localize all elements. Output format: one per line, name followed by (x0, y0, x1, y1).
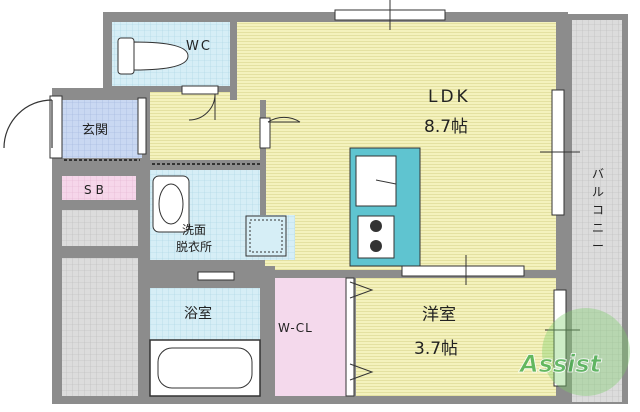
room-sb (62, 176, 136, 200)
svg-text:Assist: Assist (518, 350, 603, 378)
window-ldk-right[interactable] (540, 89, 580, 216)
label-ldk-size: 8.7帖 (424, 117, 468, 137)
label-yokushitsu: 浴室 (184, 305, 212, 322)
svg-text:ー: ー (592, 239, 604, 253)
room-ldk (150, 22, 556, 270)
toilet-icon (117, 37, 189, 75)
bath-door[interactable] (197, 271, 235, 281)
washing-machine-icon (245, 215, 287, 257)
label-sb: SB (84, 183, 108, 197)
hall-door[interactable] (181, 85, 219, 121)
assist-logo: Assist (518, 308, 630, 396)
window-genkan[interactable] (137, 97, 147, 155)
kitchen-counter (349, 147, 421, 267)
svg-text:ニ: ニ (592, 221, 604, 235)
svg-text:バ: バ (592, 167, 604, 181)
label-balcony: バ ル コ ニ ー (592, 167, 604, 253)
washbasin-icon (152, 175, 190, 233)
label-ldk: LDK (428, 87, 471, 107)
label-wc: WC (186, 39, 212, 54)
label-senmen-2: 脱衣所 (176, 239, 212, 254)
storage-lower (62, 258, 138, 396)
label-senmen-1: 洗面 (182, 223, 206, 237)
bathtub-icon (149, 339, 261, 397)
label-youshitsu-size: 3.7帖 (414, 339, 458, 359)
ldk-door[interactable] (259, 116, 301, 149)
window-ldk-top[interactable] (334, 0, 446, 30)
room-genkan (62, 100, 142, 158)
label-youshitsu: 洋室 (422, 305, 456, 325)
svg-text:ル: ル (592, 185, 604, 199)
storage-upper (62, 210, 138, 246)
room-wcl (275, 278, 350, 396)
svg-text:コ: コ (592, 203, 604, 217)
balcony (566, 14, 628, 404)
window-youshitsu-top[interactable] (401, 255, 525, 285)
window-youshitsu-right[interactable] (545, 289, 580, 387)
room-youshitsu (356, 278, 556, 396)
entrance-door[interactable] (3, 95, 63, 159)
label-wcl: W-CL (278, 321, 313, 335)
label-genkan: 玄関 (82, 123, 108, 138)
wcl-door[interactable] (345, 277, 374, 397)
